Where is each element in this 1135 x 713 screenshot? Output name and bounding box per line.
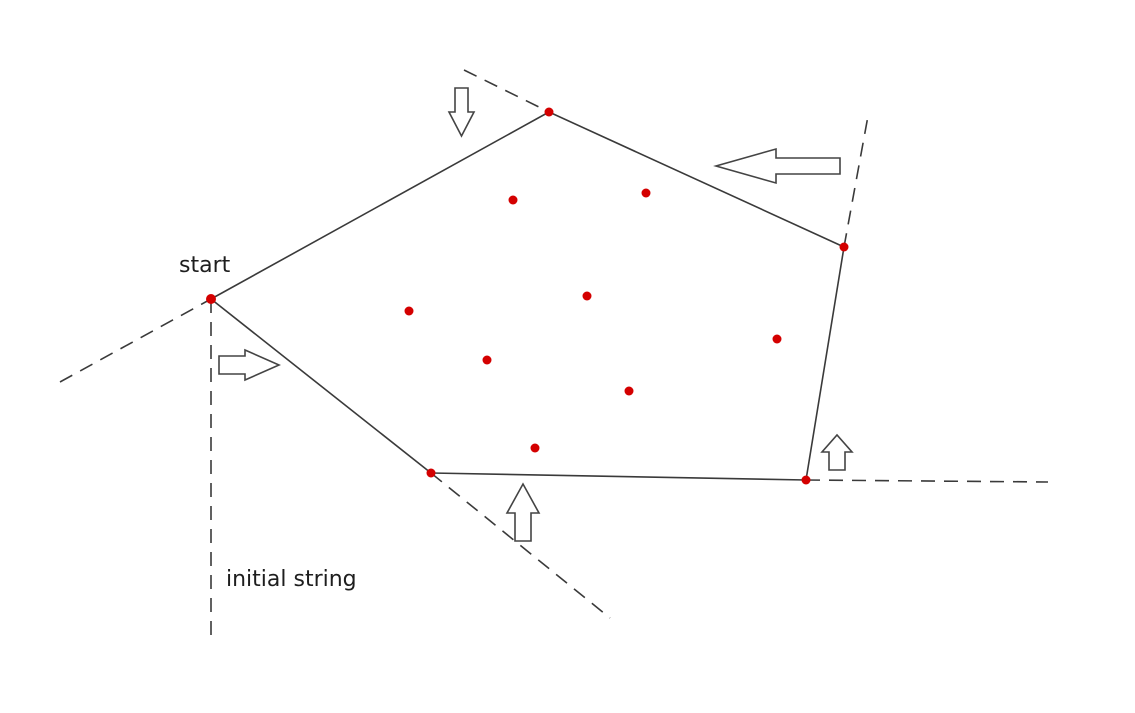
- support-line-lower-left: [430, 472, 611, 619]
- arrow-left-icon: [713, 147, 841, 185]
- interior-point: [624, 386, 634, 396]
- interior-point: [508, 195, 518, 205]
- hull-edge-top-right: [548, 111, 845, 248]
- arrow-down-icon: [447, 87, 476, 138]
- interior-point: [530, 443, 540, 453]
- initial-string-label: initial string: [226, 567, 357, 592]
- hull-vertex-start: [206, 294, 216, 304]
- arrow-right-icon: [218, 348, 281, 382]
- support-line-bottom-right: [805, 479, 1049, 483]
- arrow-up-small-icon: [820, 433, 854, 471]
- interior-point: [772, 334, 782, 344]
- interior-points: [404, 188, 782, 453]
- interior-point: [482, 355, 492, 365]
- support-line-top: [463, 69, 550, 113]
- start-label: start: [179, 253, 231, 278]
- arrow-up-large-icon: [505, 482, 541, 542]
- hull-vertex-right: [839, 242, 849, 252]
- hull-vertex-bottom-right: [801, 475, 811, 485]
- hull-vertices: [206, 107, 849, 485]
- hull-edges: [210, 111, 845, 481]
- support-line-start: [59, 298, 212, 383]
- hull-vertex-top: [544, 107, 554, 117]
- direction-arrows: [218, 87, 854, 542]
- hull-edge-right-bottomright: [805, 246, 845, 481]
- support-lines: [59, 69, 1049, 640]
- hull-vertex-bottom-left: [426, 468, 436, 478]
- interior-point: [404, 306, 414, 316]
- interior-point: [582, 291, 592, 301]
- hull-edge-start-top: [210, 111, 550, 300]
- hull-edge-bottomleft-start: [210, 298, 432, 474]
- interior-point: [641, 188, 651, 198]
- hull-edge-bottom: [430, 472, 807, 481]
- support-line-right: [843, 115, 869, 248]
